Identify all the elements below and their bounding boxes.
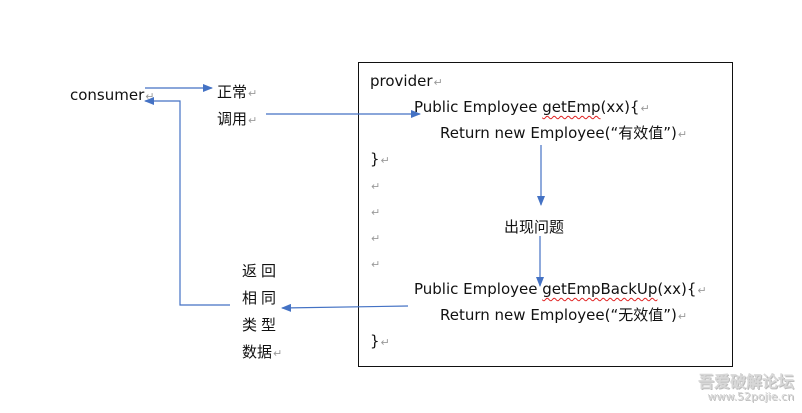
provider-title: provider↵: [370, 72, 443, 90]
method2-name: getEmpBackUp: [542, 280, 658, 298]
paragraph-mark: ↵: [371, 232, 381, 245]
method1-close-brace: }↵: [370, 150, 390, 168]
arrow-return-data-to-consumer: [144, 97, 230, 306]
paragraph-mark: ↵: [380, 154, 390, 167]
return-invalid-line: Return new Employee(“无效值”)↵: [440, 306, 688, 324]
empty-line-2: ↵: [370, 202, 380, 222]
return-same-line3: 类型: [242, 316, 281, 334]
watermark-title: 吾爱破解论坛: [697, 372, 794, 391]
return-valid-line: Return new Employee(“有效值”)↵: [440, 124, 688, 142]
paragraph-mark: ↵: [433, 76, 443, 89]
method2-close-brace: }↵: [370, 332, 390, 350]
paragraph-mark: ↵: [380, 336, 390, 349]
method1-name: getEmp: [542, 98, 601, 116]
paragraph-mark: ↵: [248, 114, 258, 127]
method1-signature: Public Employee getEmp(xx){↵: [414, 98, 650, 116]
paragraph-mark: ↵: [677, 310, 688, 323]
normal-call-line1: 正常↵: [217, 83, 258, 101]
empty-line-3: ↵: [370, 228, 380, 248]
problem-label: 出现问题: [504, 218, 565, 236]
return-same-line4: 数据↵: [242, 343, 283, 361]
paragraph-mark: ↵: [371, 258, 381, 271]
watermark-url: www.52pojie.cn: [707, 390, 794, 403]
paragraph-mark: ↵: [640, 102, 650, 115]
provider-box: [358, 62, 733, 367]
method2-signature: Public Employee getEmpBackUp(xx){↵: [414, 280, 707, 298]
return-same-line1: 返回: [242, 262, 281, 280]
consumer-label: consumer↵: [70, 86, 155, 104]
paragraph-mark: ↵: [371, 180, 381, 193]
paragraph-mark: ↵: [697, 284, 707, 297]
empty-line-1: ↵: [370, 176, 380, 196]
paragraph-mark: ↵: [371, 206, 381, 219]
normal-call-line2: 调用↵: [217, 110, 258, 128]
empty-line-4: ↵: [370, 254, 380, 274]
paragraph-mark: ↵: [677, 128, 688, 141]
paragraph-mark: ↵: [145, 90, 155, 103]
return-same-line2: 相同: [242, 289, 281, 307]
paragraph-mark: ↵: [273, 347, 283, 360]
paragraph-mark: ↵: [248, 87, 258, 100]
arrow-backup-to-return-data: [281, 303, 409, 312]
